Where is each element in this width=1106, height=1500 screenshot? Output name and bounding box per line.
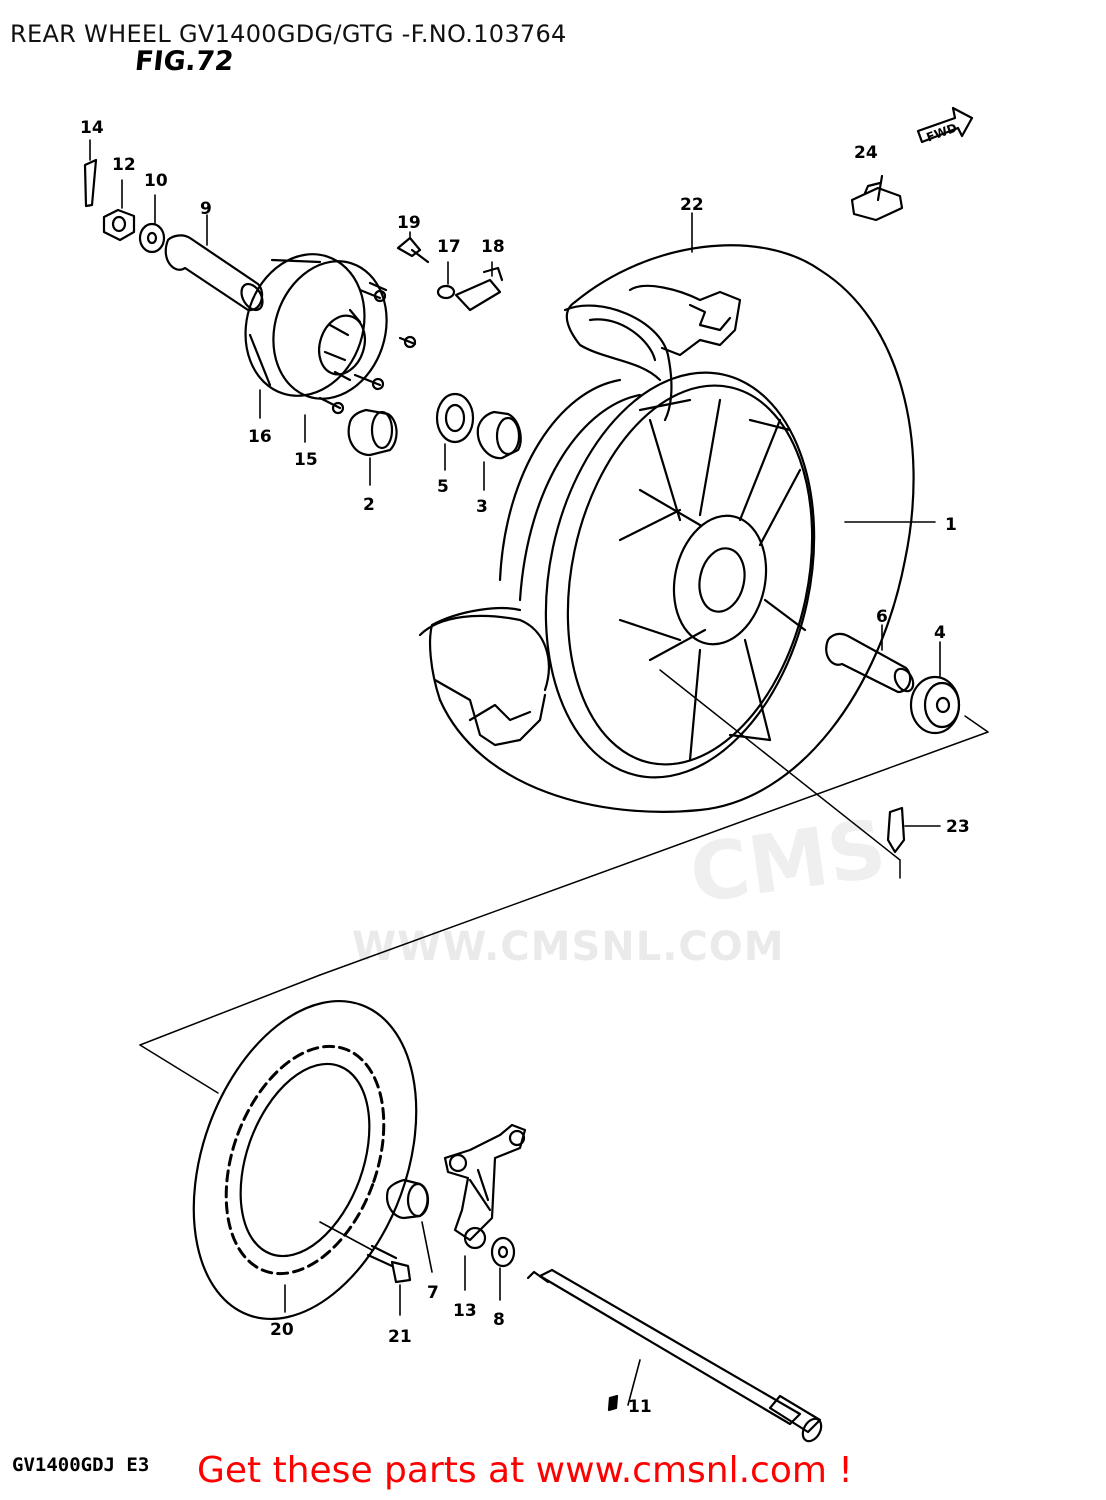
forward-arrow-icon: FWD	[916, 106, 974, 145]
brake-disc-part	[192, 999, 418, 1321]
bracket-washer-part	[490, 1236, 516, 1301]
balance-weight-part	[850, 174, 904, 222]
rear-axle-part	[526, 1268, 823, 1443]
callout-7: 7	[427, 1283, 439, 1303]
callout-18: 18	[481, 237, 505, 257]
damper-part	[347, 408, 398, 486]
hub-stud-part	[304, 281, 417, 443]
callout-23: 23	[946, 817, 970, 837]
cotter-pin-part	[83, 139, 98, 208]
collar-part	[386, 1178, 433, 1273]
callout-1: 1	[945, 515, 957, 535]
wheel-bearing-right-part	[909, 641, 961, 735]
tire-valve-part	[886, 806, 941, 854]
wheel-bearing-left-part	[476, 410, 522, 491]
callout-20: 20	[270, 1320, 294, 1340]
page-title: REAR WHEEL GV1400GDG/GTG -F.NO.103764	[10, 20, 567, 48]
callout-6: 6	[876, 607, 888, 627]
projection-lines	[139, 669, 989, 1094]
callout-4: 4	[934, 623, 946, 643]
callout-labels: 1 2 3 4 5 6 7 8 9 10 11 12 13 14 15 16 1…	[80, 118, 970, 1417]
callout-15: 15	[294, 450, 318, 470]
axle-spacer-right-part	[825, 624, 915, 694]
callout-22: 22	[680, 195, 704, 215]
callout-17: 17	[437, 237, 461, 257]
callout-5: 5	[437, 477, 449, 497]
callout-10: 10	[144, 171, 168, 191]
clamp-screw-part	[396, 231, 430, 264]
final-drive-hub-part	[244, 253, 388, 419]
clamp-bracket-part	[454, 261, 504, 312]
callout-12: 12	[112, 155, 136, 175]
callout-11: 11	[628, 1397, 652, 1417]
model-code-label: GV1400GDJ E3	[12, 1454, 150, 1476]
callout-19: 19	[397, 213, 421, 233]
callout-13: 13	[453, 1301, 477, 1321]
callout-9: 9	[200, 199, 212, 219]
axle-washer-part	[138, 194, 166, 254]
callout-3: 3	[476, 497, 488, 517]
callout-24: 24	[854, 143, 878, 163]
oil-seal-part	[435, 392, 475, 471]
callout-14: 14	[80, 118, 104, 138]
callout-8: 8	[493, 1310, 505, 1330]
caliper-bracket-part	[443, 1123, 527, 1291]
callout-2: 2	[363, 495, 375, 515]
clamp-washer-part	[436, 261, 456, 300]
axle-spacer-left-part	[164, 214, 264, 312]
callout-16: 16	[248, 427, 272, 447]
disc-bolt-part	[319, 1221, 412, 1316]
watermark-url: WWW.CMSNL.COM	[352, 924, 785, 970]
forward-label: FWD	[925, 121, 959, 145]
get-parts-link[interactable]: Get these parts at www.cmsnl.com !	[197, 1450, 853, 1491]
callout-21: 21	[388, 1327, 412, 1347]
wheel-assembly	[418, 212, 936, 813]
axle-nut-part	[102, 179, 136, 242]
